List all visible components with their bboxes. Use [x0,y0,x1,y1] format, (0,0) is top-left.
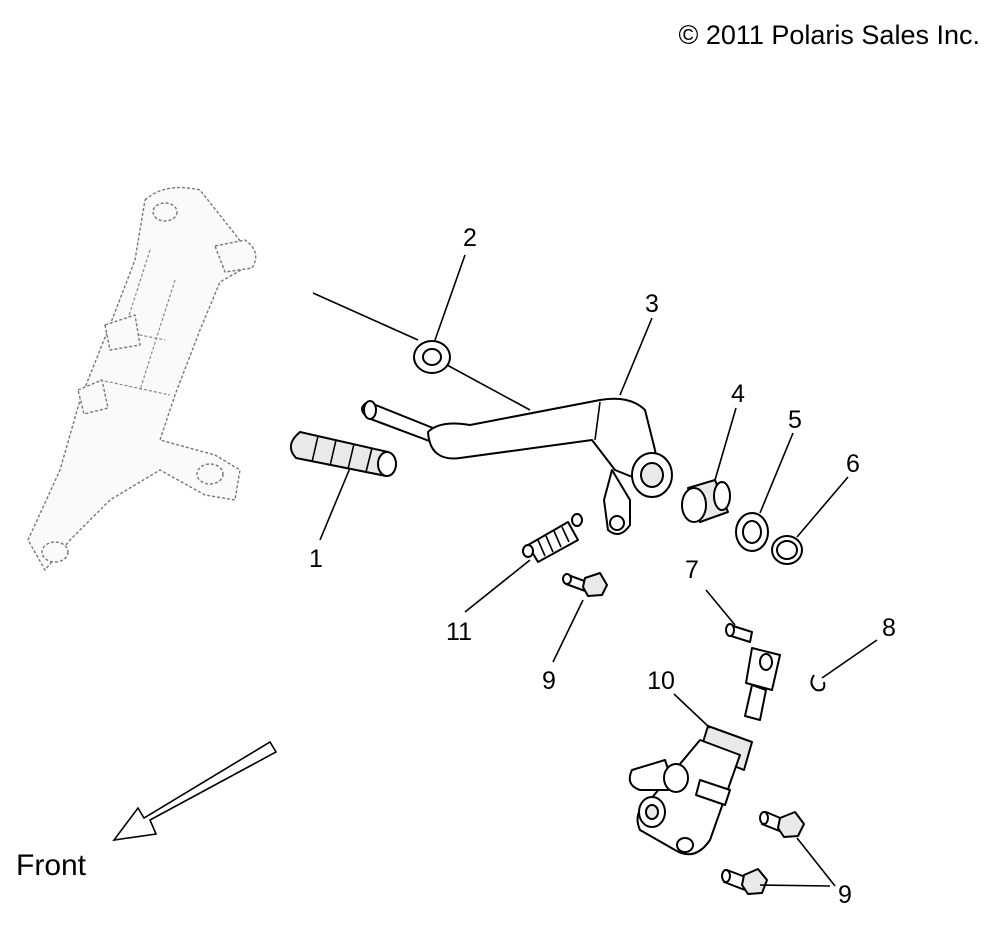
snap-ring-part-6 [771,535,803,565]
clip-part-8 [810,674,826,692]
washer-part-5 [735,512,769,552]
callout-10: 10 [647,667,675,695]
callout-5: 5 [788,406,802,434]
bolt-part-9-lower [721,811,805,895]
callout-11: 11 [446,618,472,646]
callout-9-lower: 9 [838,881,852,909]
callout-3: 3 [645,290,659,318]
leader-line [446,364,531,411]
frame-bracket [27,186,257,571]
callout-9: 9 [542,667,556,695]
foot-peg-part-1 [289,431,397,477]
brake-pedal-part-3 [361,397,673,535]
leader-line [312,292,419,341]
copyright-text: © 2011 Polaris Sales Inc. [678,20,980,50]
spring-part-11 [522,513,583,563]
front-arrow-icon [112,740,278,842]
bushing-part-4 [681,479,731,523]
callout-7: 7 [685,556,699,584]
front-label: Front [16,849,87,882]
callout-8: 8 [882,614,896,642]
callout-leaders [319,254,878,887]
pin-part-7 [725,623,753,643]
washer-part-2 [413,340,451,374]
bolt-part-9 [562,572,608,597]
callout-2: 2 [463,224,477,252]
callout-1: 1 [309,545,323,573]
master-cylinder-part-10 [628,647,781,856]
callout-4: 4 [731,380,745,408]
callout-6: 6 [846,450,860,478]
